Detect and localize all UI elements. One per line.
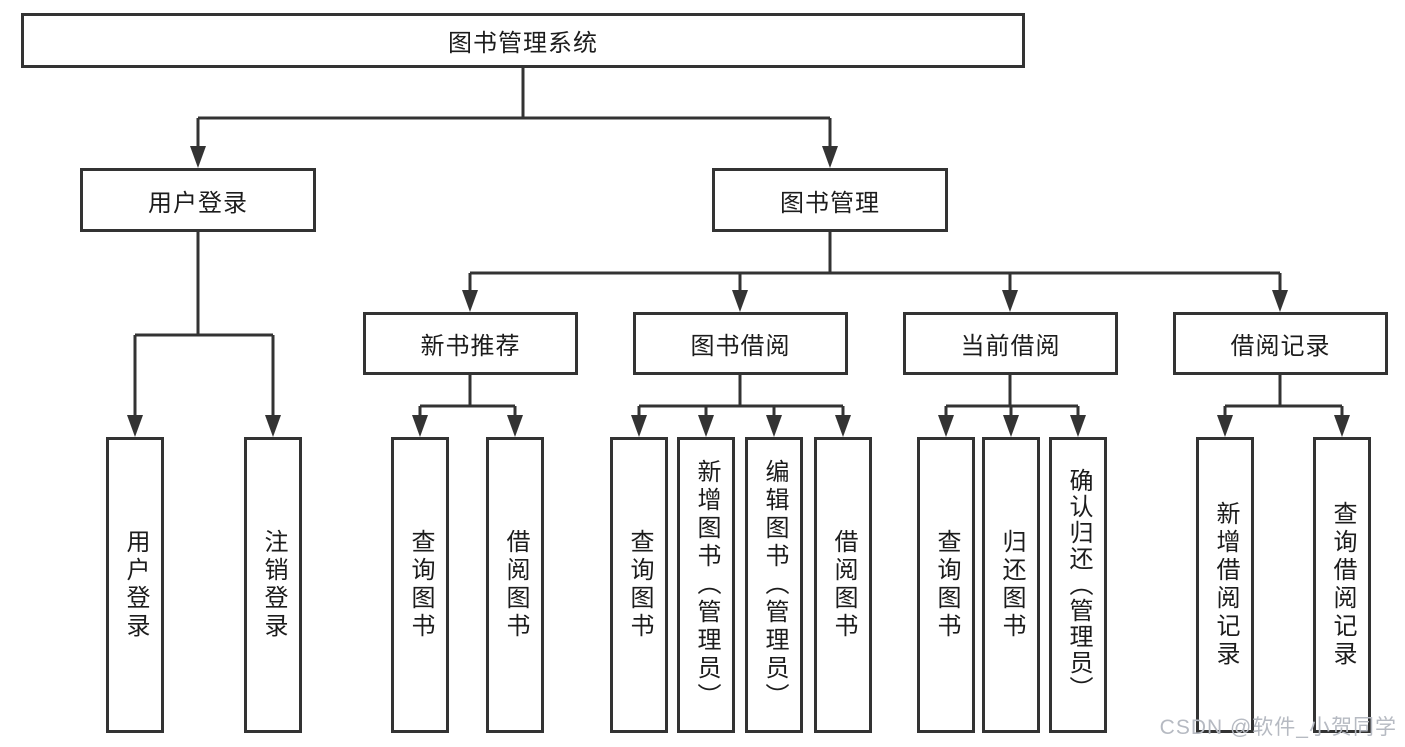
- leaf-label: 用户登录: [122, 529, 149, 641]
- leaf-borrow-books-1: 借阅图书: [486, 437, 544, 733]
- leaf-label: 归还图书: [998, 529, 1025, 641]
- node-root-label: 图书管理系统: [448, 30, 598, 57]
- leaf-add-book-admin: 新增图书（管理员）: [677, 437, 735, 733]
- node-label: 借阅记录: [1230, 333, 1331, 360]
- node-current-borrow: 当前借阅: [903, 312, 1118, 375]
- leaf-return-book: 归还图书: [982, 437, 1040, 733]
- leaf-label: 确认归还（管理员）: [1065, 468, 1092, 702]
- leaf-label: 新增借阅记录: [1212, 501, 1239, 669]
- leaf-logout: 注销登录: [244, 437, 302, 733]
- csdn-watermark: CSDN @软件_小贺同学: [1159, 716, 1397, 739]
- node-user-login-module: 用户登录: [80, 168, 316, 232]
- node-label: 图书管理: [780, 189, 880, 217]
- node-book-borrow: 图书借阅: [633, 312, 848, 375]
- leaf-query-books-1: 查询图书: [391, 437, 449, 733]
- leaf-query-borrow-record: 查询借阅记录: [1313, 437, 1371, 733]
- leaf-label: 借阅图书: [502, 529, 529, 641]
- leaf-label: 查询图书: [626, 529, 653, 641]
- leaf-confirm-return-admin: 确认归还（管理员）: [1049, 437, 1107, 733]
- leaf-user-login: 用户登录: [106, 437, 164, 733]
- leaf-query-books-3: 查询图书: [917, 437, 975, 733]
- node-borrow-records: 借阅记录: [1173, 312, 1388, 375]
- leaf-label: 编辑图书（管理员）: [761, 459, 788, 711]
- leaf-label: 查询图书: [933, 529, 960, 641]
- leaf-label: 查询图书: [407, 529, 434, 641]
- node-book-management-module: 图书管理: [712, 168, 948, 232]
- leaf-label: 查询借阅记录: [1329, 501, 1356, 669]
- node-label: 图书借阅: [690, 333, 791, 360]
- node-new-book-recommend: 新书推荐: [363, 312, 578, 375]
- leaf-label: 注销登录: [260, 529, 287, 641]
- leaf-add-borrow-record: 新增借阅记录: [1196, 437, 1254, 733]
- leaf-borrow-books-2: 借阅图书: [814, 437, 872, 733]
- arrowhead-icons: [127, 146, 1350, 437]
- leaf-edit-book-admin: 编辑图书（管理员）: [745, 437, 803, 733]
- node-label: 当前借阅: [960, 333, 1061, 360]
- node-label: 新书推荐: [420, 333, 521, 360]
- leaf-query-books-2: 查询图书: [610, 437, 668, 733]
- leaf-label: 新增图书（管理员）: [693, 459, 720, 711]
- node-root: 图书管理系统: [21, 13, 1025, 68]
- leaf-label: 借阅图书: [830, 529, 857, 641]
- node-label: 用户登录: [148, 189, 248, 217]
